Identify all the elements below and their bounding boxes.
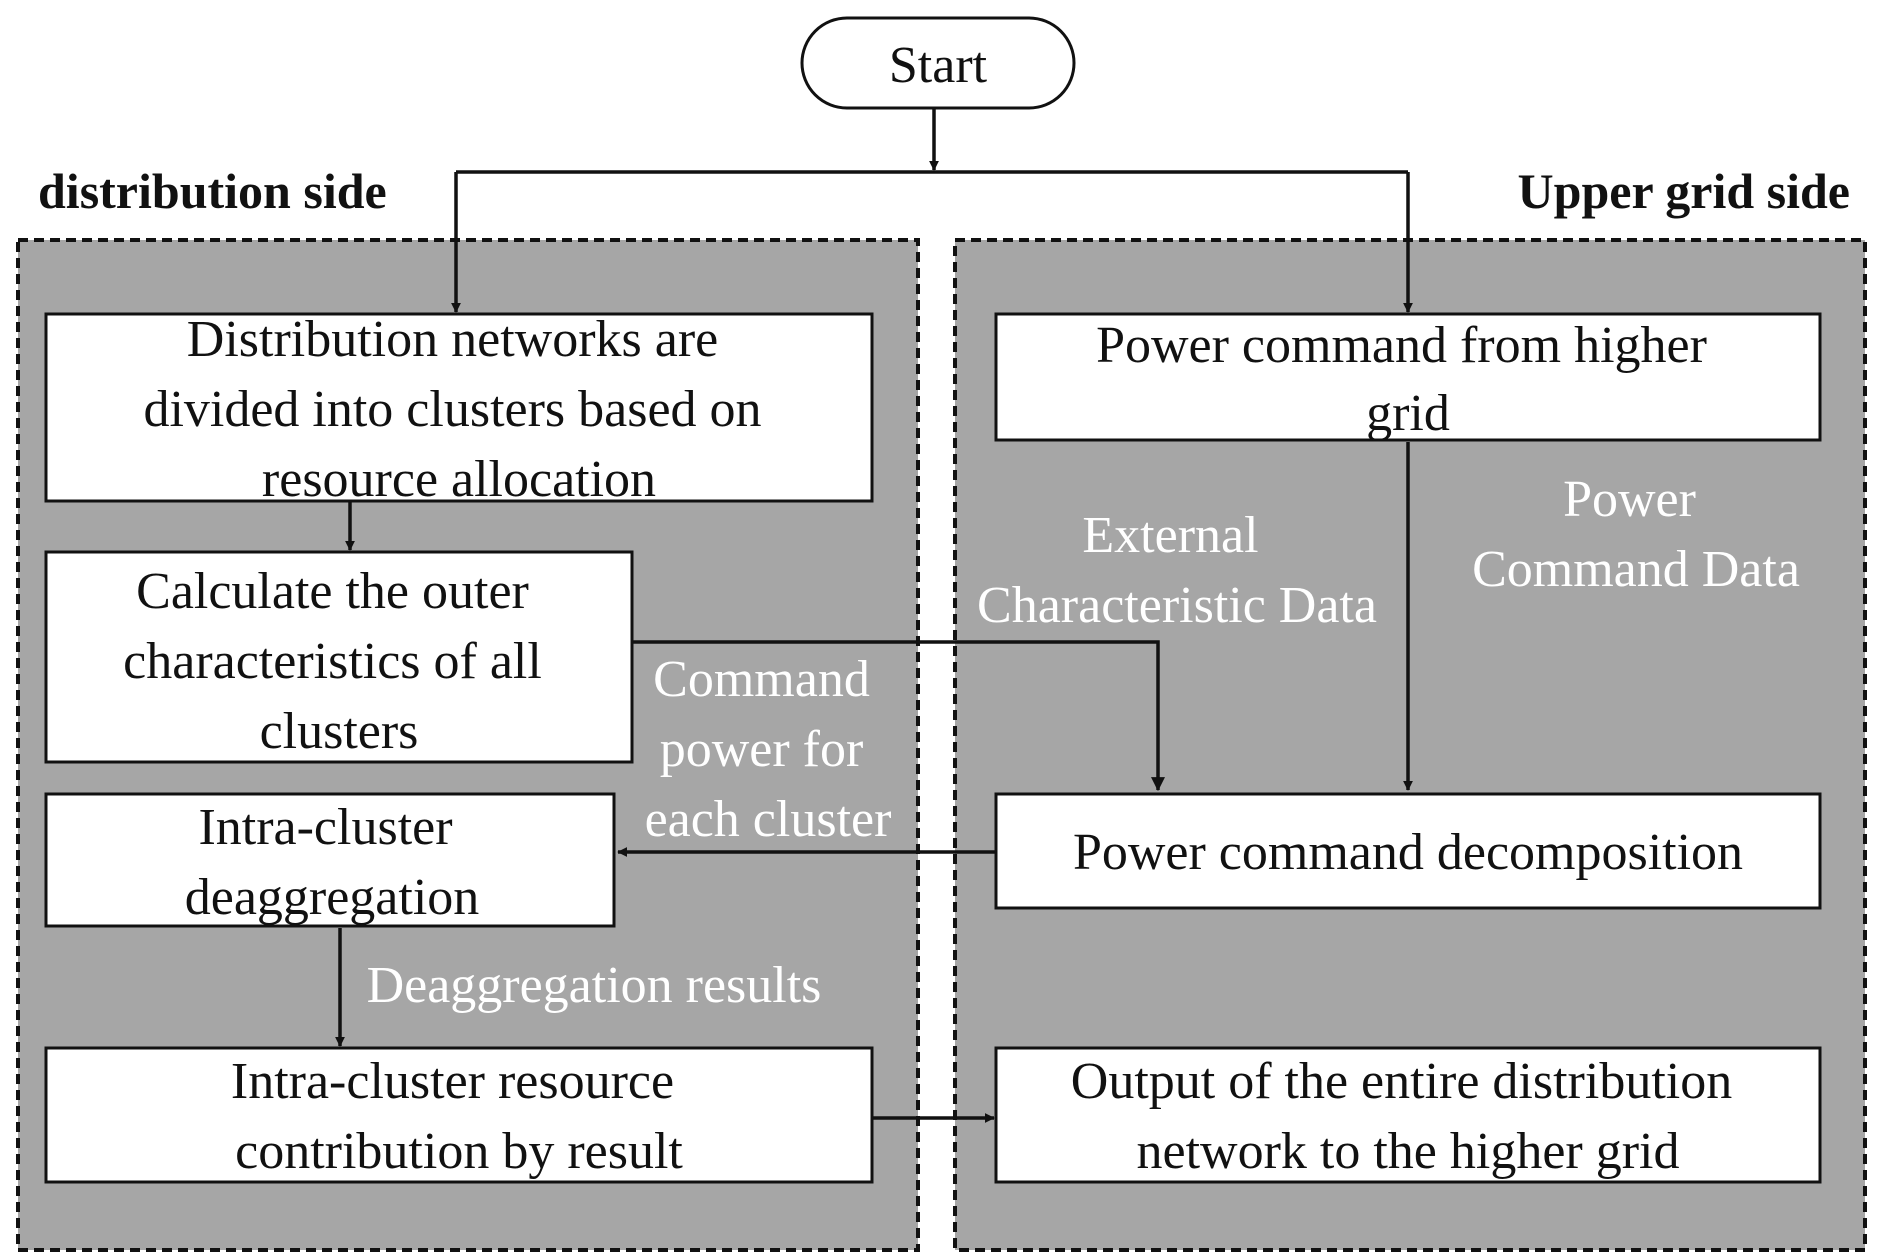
command-power-each-cluster-label: Command power for each cluster [645, 651, 892, 848]
external-characteristic-data-label: External Characteristic Data [977, 507, 1377, 634]
power-command-data-label: Power Command Data [1472, 471, 1800, 598]
distribution-output-box [994, 1046, 1822, 1184]
divide-clusters-text: Distribution networks are divided into c… [143, 311, 774, 508]
upper-grid-side-title: Upper grid side [1518, 163, 1850, 219]
power-command-decomposition-box [994, 792, 1822, 910]
intra-cluster-deaggregation-box [44, 792, 616, 928]
power-command-text: Power command from higher grid [1096, 317, 1720, 442]
power-command-decomposition-text: Power command decomposition [1073, 824, 1743, 881]
calculate-characteristics-box [44, 550, 634, 764]
deaggregation-results-label: Deaggregation results [367, 957, 822, 1014]
distribution-output-text: Output of the entire distribution networ… [1071, 1053, 1745, 1180]
resource-contribution-box [44, 1046, 874, 1184]
resource-contribution-text: Intra-cluster resource contribution by r… [231, 1053, 687, 1180]
edge-calculate-to-decomposition [632, 640, 1165, 792]
distribution-side-title: distribution side [38, 163, 387, 219]
intra-cluster-deaggregation-text: Intra-cluster deaggregation [185, 799, 480, 926]
divide-clusters-box [44, 312, 874, 503]
calculate-characteristics-text: Calculate the outer characteristics of a… [123, 563, 555, 760]
start-terminator [800, 16, 1076, 110]
start-label: Start [889, 37, 988, 94]
power-command-box [994, 312, 1822, 442]
